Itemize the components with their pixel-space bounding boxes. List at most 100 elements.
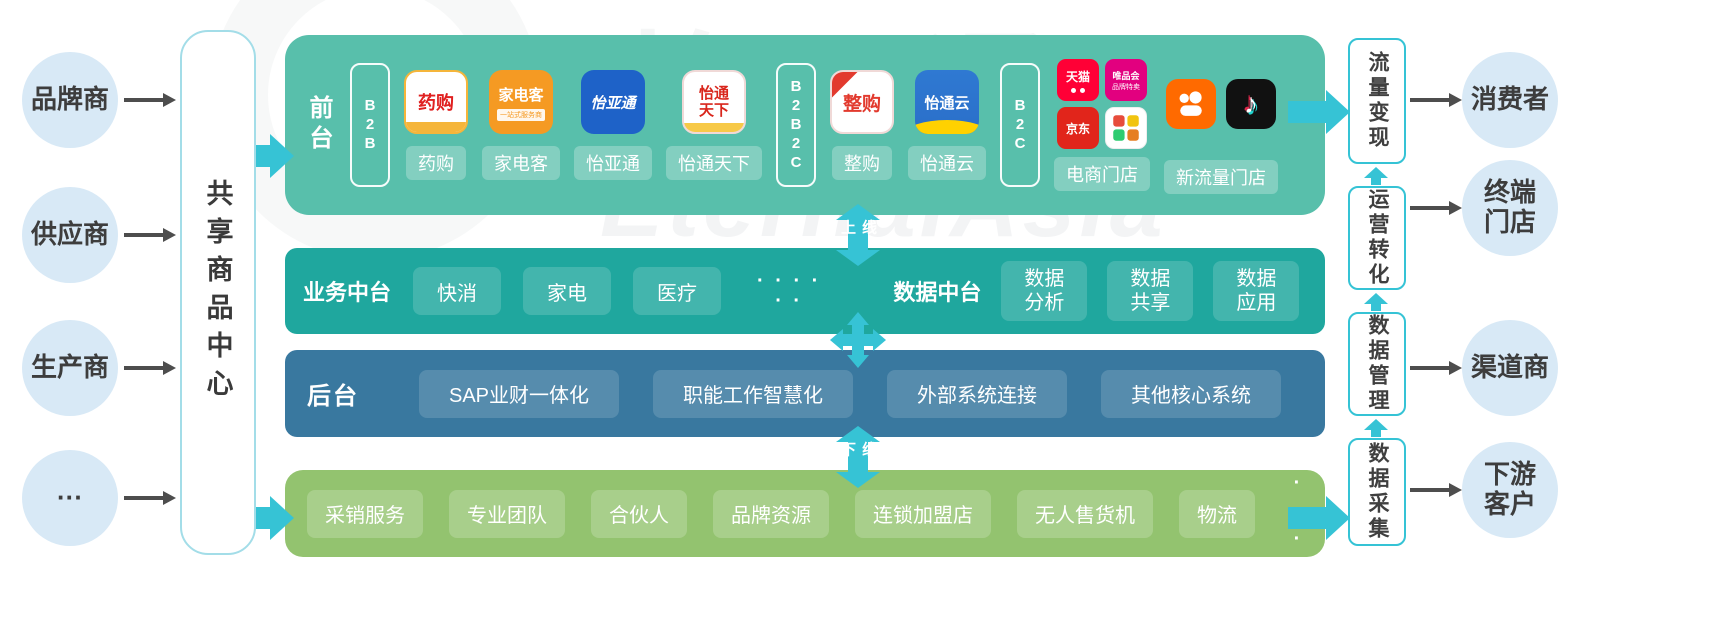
base-item-logistics: 物流 bbox=[1179, 489, 1255, 538]
stage-label: 数据采集 bbox=[1366, 442, 1389, 542]
arrow-shaft bbox=[1410, 98, 1449, 102]
backend-layer: 后台 SAP业财一体化 职能工作智慧化 外部系统连接 其他核心系统 bbox=[285, 350, 1325, 437]
arrow-shaft bbox=[1410, 206, 1449, 210]
arrow-shaft bbox=[1371, 303, 1381, 311]
base-item-professional-team: 专业团队 bbox=[449, 489, 565, 538]
backend-item-external-systems: 外部系统连接 bbox=[887, 369, 1068, 418]
tmall-icon: 天猫 bbox=[1057, 59, 1099, 101]
arrow-head-down bbox=[836, 472, 880, 488]
stage-traffic-monetization: 流量变现 bbox=[1348, 38, 1406, 164]
app-label-yitongyun: 怡通云 bbox=[908, 146, 986, 180]
app-group-zhenggou: 整购 整购 bbox=[830, 70, 894, 180]
arrow-head bbox=[163, 228, 176, 242]
connector-offline-arrow: 线下 bbox=[836, 426, 880, 488]
entity-label: 品牌商 bbox=[30, 84, 109, 115]
base-item-procurement-sales: 采销服务 bbox=[307, 489, 423, 538]
icon-text: 天猫 bbox=[1065, 69, 1090, 84]
arrow-to-terminal-store bbox=[1410, 201, 1462, 215]
business-item-appliance: 家电 bbox=[523, 267, 612, 315]
new-traffic-icons-row: ♪ bbox=[1166, 56, 1276, 152]
backend-title: 后台 bbox=[307, 383, 359, 410]
app-group-jiadianke: 家电客 一站式服务商 家电客 bbox=[482, 70, 560, 180]
data-item-application: 数据应用 bbox=[1213, 261, 1300, 321]
app-label-zhenggou: 整购 bbox=[832, 146, 892, 180]
icon-text: 整购 bbox=[842, 93, 881, 115]
arrow-others-to-center bbox=[124, 491, 176, 505]
arrow-head bbox=[1449, 93, 1462, 107]
arrow-shaft bbox=[1371, 429, 1381, 437]
business-item-fmcg: 快消 bbox=[413, 267, 502, 315]
app-group-yitongyun: 怡通云 怡通云 bbox=[908, 70, 986, 180]
yaogou-app-icon: 药购 bbox=[404, 70, 468, 134]
icon-text: 家电客 bbox=[498, 86, 544, 104]
backend-item-smart-work: 职能工作智慧化 bbox=[653, 369, 854, 418]
arrow-shaft bbox=[848, 439, 868, 475]
arrow-head bbox=[270, 496, 294, 540]
arrow-head-down bbox=[847, 355, 869, 368]
backend-item-core-systems: 其他核心系统 bbox=[1101, 369, 1282, 418]
arrow-head bbox=[1449, 361, 1462, 375]
icon-text: 怡通天下 bbox=[698, 84, 729, 119]
icon-text: 怡亚通 bbox=[590, 94, 636, 112]
entity-label: 下游 客户 bbox=[1483, 459, 1536, 519]
new-traffic-stores-group: ♪ 新流量门店 bbox=[1164, 56, 1278, 194]
colored-grid-glyph bbox=[1113, 115, 1139, 141]
entity-channel-dealer: 渠道商 bbox=[1462, 320, 1558, 416]
base-item-vending-machines: 无人售货机 bbox=[1017, 489, 1153, 538]
entity-brand-owner: 品牌商 bbox=[22, 52, 118, 148]
ecommerce-app-icon bbox=[1105, 107, 1147, 149]
arrow-head bbox=[163, 491, 176, 505]
connector-cross-arrow bbox=[830, 312, 886, 368]
connector-online-arrow: 线上 bbox=[836, 204, 880, 266]
base-item-chain-franchise: 连锁加盟店 bbox=[855, 489, 991, 538]
arrow-head-up bbox=[836, 204, 880, 220]
app-group-yitongtianxia: 怡通天下 怡通天下 bbox=[666, 70, 762, 180]
ecommerce-stores-group: 天猫 唯品会 品牌特卖 京东 电商门店 bbox=[1054, 59, 1150, 191]
kuaishou-icon bbox=[1166, 79, 1216, 129]
icon-text: 药购 bbox=[418, 93, 454, 113]
entity-label: 供应商 bbox=[30, 219, 109, 250]
pill-label: 数据应用 bbox=[1236, 268, 1277, 314]
stage-data-management: 数据管理 bbox=[1348, 312, 1406, 416]
stage-label: 运营转化 bbox=[1366, 188, 1389, 288]
arrow-shaft bbox=[1410, 366, 1449, 370]
app-label-yaogou: 药购 bbox=[406, 146, 466, 180]
yiyatong-app-icon: 怡亚通 bbox=[581, 70, 645, 134]
data-item-sharing: 数据共享 bbox=[1107, 261, 1194, 321]
arrow-shaft bbox=[848, 217, 868, 253]
data-platform-title: 数据中台 bbox=[893, 280, 982, 305]
entity-label: 渠道商 bbox=[1470, 352, 1549, 383]
icon-subtext: 一站式服务商 bbox=[497, 108, 545, 121]
kuaishou-glyph bbox=[1179, 91, 1202, 116]
arrow-head bbox=[163, 93, 176, 107]
pill-label: 数据分析 bbox=[1024, 268, 1065, 314]
arrow-shaft bbox=[124, 366, 163, 370]
arrow-to-consumer bbox=[1410, 93, 1462, 107]
app-group-yiyatong: 怡亚通 怡亚通 bbox=[574, 70, 652, 180]
backend-item-sap: SAP业财一体化 bbox=[419, 369, 620, 418]
channel-b2c: B2C bbox=[1000, 63, 1040, 187]
middle-platform-layer: 业务中台 快消 家电 医疗 · · · · · · 数据中台 数据分析 数据共享… bbox=[285, 248, 1325, 334]
arrow-head-left bbox=[830, 329, 843, 351]
entity-label: 生产商 bbox=[30, 352, 109, 383]
arrow-head bbox=[1449, 483, 1462, 497]
arrow-head bbox=[1364, 419, 1388, 430]
arrow-shaft bbox=[1371, 177, 1381, 185]
entity-label: 消费者 bbox=[1470, 84, 1549, 115]
data-item-analysis: 数据分析 bbox=[1001, 261, 1088, 321]
front-layer-title: 前台 bbox=[305, 95, 332, 155]
arrow-head-up bbox=[836, 426, 880, 442]
arrow-head bbox=[1326, 496, 1350, 540]
zhenggou-app-icon: 整购 bbox=[830, 70, 894, 134]
douyin-icon: ♪ bbox=[1226, 79, 1276, 129]
entity-label: ··· bbox=[57, 482, 83, 513]
channel-label: B2C bbox=[1011, 96, 1029, 154]
base-resources-layer: 采销服务 专业团队 合伙人 品牌资源 连锁加盟店 无人售货机 物流 ··· bbox=[285, 470, 1325, 557]
pill-label: 数据共享 bbox=[1130, 268, 1171, 314]
entity-label: 终端 门店 bbox=[1483, 177, 1536, 237]
arrow-head bbox=[1364, 167, 1388, 178]
app-label-jiadianke: 家电客 bbox=[482, 146, 560, 180]
music-note-glyph: ♪ bbox=[1244, 88, 1258, 119]
channel-label: B2B2C bbox=[787, 77, 805, 173]
